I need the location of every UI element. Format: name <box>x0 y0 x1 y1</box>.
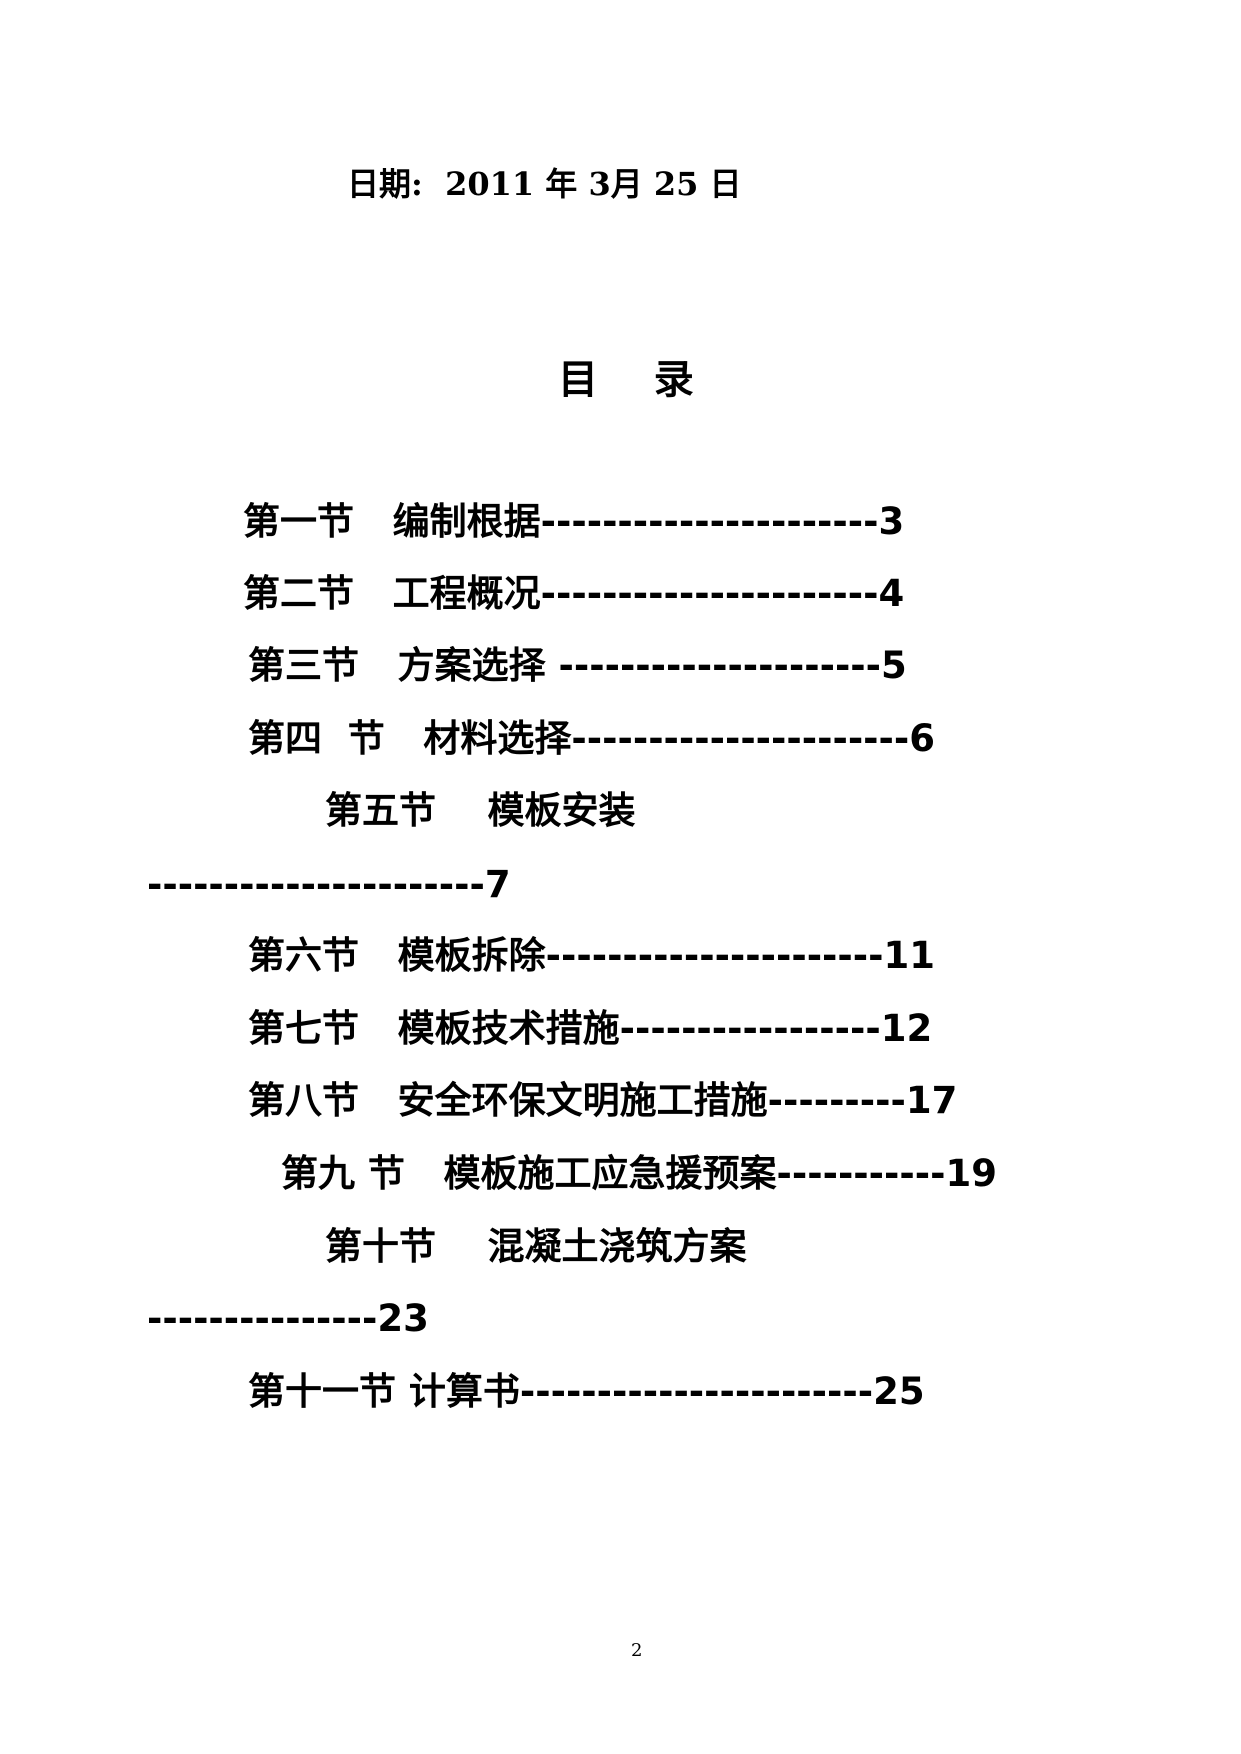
toc-entry: 第十一节 计算书-----------------------25 <box>248 1370 925 1413</box>
toc-entry: 第八节 安全环保文明施工措施---------17 <box>248 1079 958 1122</box>
page-number: 2 <box>631 1640 643 1661</box>
toc-entry: 第七节 模板技术措施-----------------12 <box>248 1007 933 1050</box>
toc-entry: 第四 节 材料选择----------------------6 <box>248 717 935 760</box>
toc-entry-continuation: ---------------23 <box>147 1297 429 1340</box>
toc-entry: 第二节 工程概况----------------------4 <box>243 572 905 615</box>
toc-entry: 第十节 混凝土浇筑方案 <box>325 1225 747 1268</box>
toc-entry: 第一节 编制根据----------------------3 <box>243 500 905 543</box>
toc-entry: 第六节 模板拆除----------------------11 <box>248 934 935 977</box>
table-of-contents-title: 目 录 <box>558 356 694 403</box>
toc-entry: 第三节 方案选择 ---------------------5 <box>248 644 907 687</box>
toc-entry: 第九 节 模板施工应急援预案-----------19 <box>281 1152 997 1195</box>
document-date: 日期: 2011 年 3月 25 日 <box>347 165 742 203</box>
toc-entry-continuation: ----------------------7 <box>147 863 511 906</box>
toc-entry: 第五节 模板安装 <box>325 789 636 832</box>
